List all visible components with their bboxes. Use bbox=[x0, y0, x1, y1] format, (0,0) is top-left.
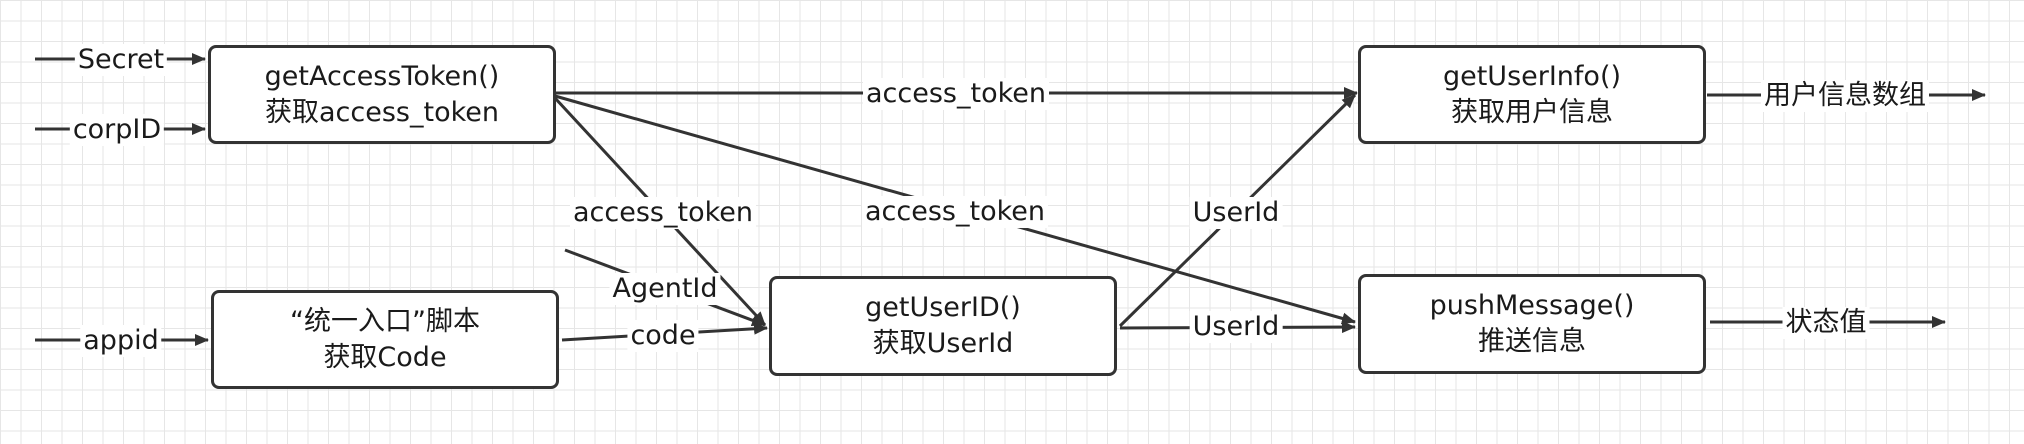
node-unified-entry-desc: 获取Code bbox=[323, 341, 447, 373]
node-get-user-id-desc: 获取UserId bbox=[872, 328, 1014, 359]
label-agentid: AgentId bbox=[609, 273, 721, 305]
node-get-user-info-title: getUserInfo() bbox=[1442, 60, 1622, 92]
node-push-message-title: pushMessage() bbox=[1429, 290, 1635, 321]
label-user-info-array: 用户信息数组 bbox=[1761, 80, 1929, 112]
label-access-token-push: access_token bbox=[862, 196, 1048, 228]
node-push-message-desc: 推送信息 bbox=[1478, 326, 1586, 357]
label-userid-info: UserId bbox=[1189, 197, 1283, 229]
node-get-access-token: getAccessToken() 获取access_token bbox=[208, 45, 556, 144]
node-get-user-info-desc: 获取用户信息 bbox=[1451, 96, 1613, 128]
node-unified-entry: “统一入口”脚本 获取Code bbox=[211, 290, 559, 389]
node-get-user-info: getUserInfo() 获取用户信息 bbox=[1358, 45, 1706, 144]
node-get-user-id-title: getUserID() bbox=[865, 292, 1021, 323]
node-get-user-id: getUserID() 获取UserId bbox=[769, 276, 1117, 376]
label-corpid: corpID bbox=[69, 114, 165, 146]
node-push-message: pushMessage() 推送信息 bbox=[1358, 274, 1706, 374]
label-secret: Secret bbox=[74, 44, 168, 76]
label-appid: appid bbox=[80, 325, 162, 357]
label-access-token-userid: access_token bbox=[570, 197, 756, 229]
label-access-token-info: access_token bbox=[863, 78, 1049, 110]
label-code: code bbox=[627, 320, 699, 352]
node-get-access-token-title: getAccessToken() bbox=[264, 60, 500, 92]
node-unified-entry-title: “统一入口”脚本 bbox=[290, 305, 480, 337]
label-status-value: 状态值 bbox=[1782, 307, 1870, 339]
node-get-access-token-desc: 获取access_token bbox=[265, 96, 499, 128]
label-userid-push: UserId bbox=[1189, 311, 1283, 343]
